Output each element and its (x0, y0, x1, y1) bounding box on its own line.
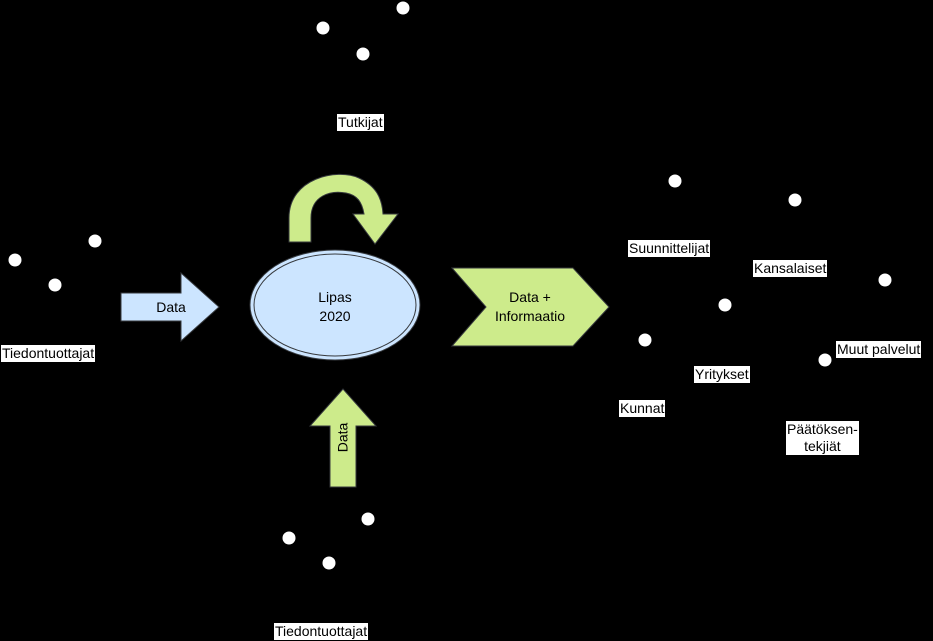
researcher-actor (347, 46, 379, 105)
researcher-actor (307, 20, 339, 79)
producer-bottom-actor (313, 555, 345, 614)
producer-left-actor (39, 277, 71, 336)
citizens-label: Kansalaiset (753, 260, 828, 277)
researchers-label: Tutkijat (337, 114, 384, 131)
producers-left-label: Tiedontuottajat (1, 345, 96, 362)
output-chevron-label: Data + Informaatio (494, 289, 566, 324)
producer-left-actor (79, 233, 111, 292)
producers-bottom-label: Tiedontuottajat (274, 623, 369, 640)
data-arrow-bottom[interactable] (308, 388, 378, 488)
planner-actor (659, 173, 691, 232)
citizen-actor (779, 192, 811, 251)
lipas-2020-label: Lipas 2020 (318, 289, 352, 324)
other-services-actor (869, 272, 901, 331)
producer-bottom-actor (352, 511, 384, 570)
lipas-2020-node[interactable] (249, 249, 421, 361)
researcher-actor (387, 0, 419, 59)
producer-bottom-actor (273, 530, 305, 589)
municipality-actor (629, 332, 661, 391)
data-arrow-left[interactable] (120, 271, 220, 343)
municipalities-label: Kunnat (619, 400, 666, 417)
planners-label: Suunnittelijat (628, 240, 711, 257)
data-arrow-bottom-label: Data (334, 422, 351, 453)
companies-label: Yritykset (694, 366, 750, 383)
data-arrow-left-label: Data (156, 299, 186, 315)
decision-makers-label: Päätöksen- tekjiät (786, 421, 859, 455)
producer-left-actor (0, 252, 31, 311)
output-chevron[interactable] (450, 267, 610, 347)
cycle-arrow[interactable] (288, 173, 400, 245)
company-actor (709, 297, 741, 356)
decision-maker-actor (809, 352, 841, 411)
other-services-label: Muut palvelut (836, 341, 922, 358)
